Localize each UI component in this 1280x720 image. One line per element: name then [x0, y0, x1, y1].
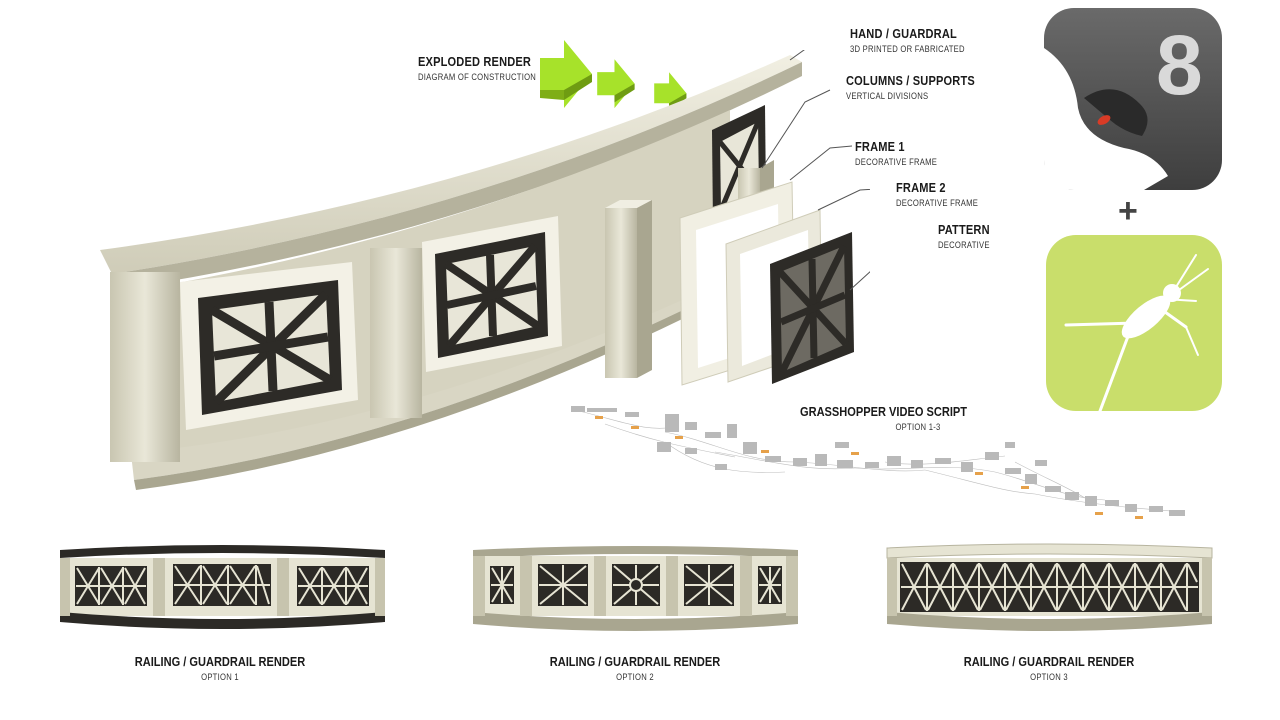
callout-title: FRAME 2	[896, 180, 946, 195]
arrow-icon	[597, 59, 635, 109]
callout-subtitle: DECORATIVE FRAME	[896, 198, 979, 208]
callout-frame-1: FRAME 1 DECORATIVE FRAME	[855, 139, 952, 167]
callout-title: HAND / GUARDRAL	[850, 26, 957, 41]
callout-subtitle: DECORATIVE	[938, 240, 990, 250]
option-1-label: RAILING / GUARDRAIL RENDER OPTION 1	[60, 654, 380, 682]
callout-columns: COLUMNS / SUPPORTS VERTICAL DIVISIONS	[846, 73, 998, 101]
exploded-column	[605, 200, 652, 378]
handrail	[100, 55, 802, 290]
callout-pattern: PATTERN DECORATIVE	[938, 222, 999, 250]
option-subtitle: OPTION 1	[201, 672, 239, 682]
panel-window	[422, 216, 562, 372]
grasshopper-icon	[1064, 254, 1209, 411]
option-title: RAILING / GUARDRAIL RENDER	[549, 654, 721, 669]
rhino-version: 8	[1156, 18, 1203, 112]
post	[110, 272, 180, 462]
plus-sign: +	[1118, 192, 1138, 230]
callout-subtitle: DECORATIVE FRAME	[855, 157, 938, 167]
option-2-label: RAILING / GUARDRAIL RENDER OPTION 2	[475, 654, 795, 682]
rhino-8-logo: 8	[1044, 8, 1222, 190]
leader-lines	[761, 50, 870, 291]
grasshopper-node-graph	[571, 406, 1186, 519]
script-subtitle: OPTION 1-3	[895, 422, 941, 432]
option-title: RAILING / GUARDRAIL RENDER	[963, 654, 1135, 669]
option-subtitle: OPTION 2	[616, 672, 654, 682]
post	[370, 248, 422, 418]
option-title: RAILING / GUARDRAIL RENDER	[134, 654, 306, 669]
pattern-panel	[770, 232, 854, 384]
option-3-label: RAILING / GUARDRAIL RENDER OPTION 3	[889, 654, 1209, 682]
exploded-render-label: EXPLODED RENDER DIAGRAM OF CONSTRUCTION	[418, 54, 557, 82]
callout-title: FRAME 1	[855, 139, 905, 154]
exploded-render-title: EXPLODED RENDER	[418, 54, 532, 69]
green-arrows	[540, 40, 687, 115]
option-2-render	[473, 546, 798, 631]
callout-subtitle: 3D PRINTED OR FABRICATED	[850, 44, 965, 54]
script-title: GRASSHOPPER VIDEO SCRIPT	[800, 404, 968, 419]
option-3-render	[886, 543, 1213, 631]
grasshopper-script-label: GRASSHOPPER VIDEO SCRIPT OPTION 1-3	[800, 404, 996, 432]
callout-title: COLUMNS / SUPPORTS	[846, 73, 975, 88]
grasshopper-logo	[1046, 235, 1222, 411]
exploded-render-subtitle: DIAGRAM OF CONSTRUCTION	[418, 72, 537, 82]
option-subtitle: OPTION 3	[1030, 672, 1068, 682]
callout-handrail: HAND / GUARDRAL 3D PRINTED OR FABRICATED	[850, 26, 985, 54]
arrow-icon	[540, 40, 592, 108]
rhino-icon	[1044, 48, 1168, 190]
panel-window	[180, 262, 358, 430]
callout-frame-2: FRAME 2 DECORATIVE FRAME	[896, 180, 993, 208]
option-1-render	[60, 545, 385, 629]
callout-title: PATTERN	[938, 222, 990, 237]
callout-subtitle: VERTICAL DIVISIONS	[846, 91, 929, 101]
exploded-railing-render	[100, 50, 870, 490]
